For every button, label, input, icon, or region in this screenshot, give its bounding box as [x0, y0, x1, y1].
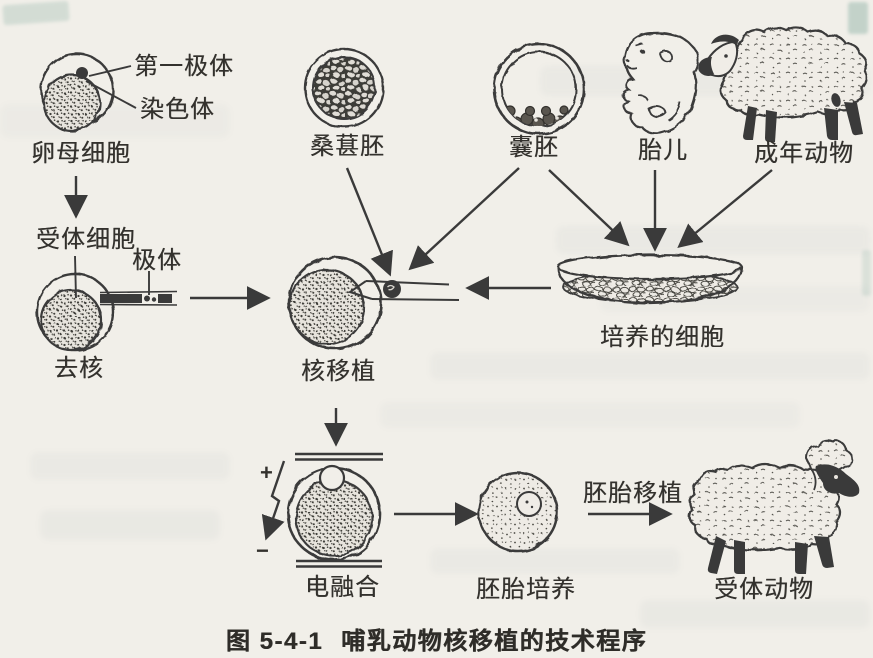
- culture-dish-drawing: [556, 253, 744, 305]
- label-blastocyst: 囊胚: [509, 134, 559, 161]
- pointer-recipient-cell: [74, 255, 77, 299]
- bleed-smudge: [430, 548, 680, 574]
- lightning-bolt: [261, 460, 286, 541]
- electrofusion-drawing: [261, 452, 383, 568]
- label-chromosome: 染色体: [140, 96, 215, 123]
- flow-arrows: [64, 167, 773, 526]
- figure-title: 哺乳动物核移植的技术程序: [341, 628, 648, 655]
- arrow-blastocyst-to-dish: [548, 169, 630, 247]
- bleed-smudge: [0, 104, 230, 138]
- injection-pipette: [347, 280, 460, 301]
- bleed-smudge: [430, 352, 870, 380]
- sheep-legs: [707, 536, 834, 574]
- label-first-polar-body: 第一极体: [134, 53, 234, 80]
- label-embryo-transfer: 胚胎移植: [583, 480, 683, 507]
- bleed-smudge: [30, 452, 230, 480]
- label-fetus: 胎儿: [638, 137, 688, 164]
- figure-number: 图 5-4-1: [225, 628, 324, 655]
- recipient-sheep-drawing: [688, 439, 860, 574]
- pointer-chromosome: [85, 80, 137, 109]
- bleed-smudge: [40, 510, 220, 540]
- label-adult-animal: 成年动物: [754, 140, 854, 167]
- first-polar-body-dot: [76, 67, 88, 79]
- sheep-ear: [711, 34, 739, 45]
- arrow-adult-to-dish: [677, 169, 773, 249]
- bleed-smudge: [380, 402, 800, 428]
- label-recipient-cell: 受体细胞: [36, 226, 136, 253]
- electrode-minus-sign: −: [256, 538, 269, 563]
- adult-sheep-drawing: [698, 26, 868, 142]
- label-cultured-cells: 培养的细胞: [600, 324, 725, 351]
- pointer-first-polar-body: [88, 65, 132, 77]
- electrode-plus-sign: +: [260, 460, 273, 485]
- nucleus: [516, 491, 542, 517]
- nuclear-transfer-drawing: [287, 255, 460, 351]
- recipient-cell-drawing: [35, 255, 178, 352]
- morula-drawing: [303, 47, 385, 129]
- label-enucleation: 去核: [54, 355, 104, 382]
- label-polar-body: 极体: [132, 247, 182, 274]
- label-oocyte: 卵母细胞: [31, 140, 131, 167]
- bleed-ink-mark: [862, 250, 871, 296]
- sheep-legs: [743, 93, 863, 142]
- label-embryo-culture: 胚胎培养: [476, 576, 576, 603]
- embryo-culture-drawing: [477, 471, 559, 553]
- arrow-blastocyst-to-pipette: [408, 167, 520, 271]
- enucleation-pipette: [100, 294, 172, 303]
- bleed-smudge: [640, 600, 870, 628]
- sheep-face: [815, 464, 860, 497]
- sheep-muzzle: [698, 57, 714, 76]
- label-recipient-animal: 受体动物: [714, 576, 814, 603]
- bleed-ink-mark: [848, 2, 868, 34]
- label-electrofusion: 电融合: [305, 574, 380, 601]
- fetus-drawing: [622, 31, 699, 135]
- arrow-morula-to-pipette: [345, 167, 393, 277]
- label-nuclear-transfer: 核移植: [301, 358, 376, 385]
- blastocyst-drawing: [492, 42, 586, 136]
- oocyte-drawing: [39, 52, 137, 133]
- fused-donor-cell: [318, 464, 346, 492]
- label-morula: 桑葚胚: [310, 133, 385, 160]
- figure-caption: 图 5-4-1 哺乳动物核移植的技术程序: [0, 621, 873, 656]
